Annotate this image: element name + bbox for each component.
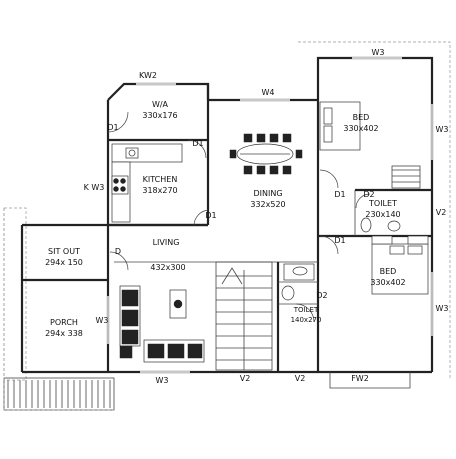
- room-porch-size: 294x 338: [45, 329, 83, 338]
- opening-v2-bottom-left: V2: [240, 374, 251, 383]
- room-bed-top-size: 330x402: [343, 124, 378, 133]
- room-toilet-bottom-name: TOILET: [293, 306, 319, 314]
- toilet-fixtures-right: [360, 217, 401, 233]
- room-dining-size: 332x520: [250, 200, 285, 209]
- living-sofa: [119, 285, 205, 363]
- opening-w3-top: W3: [372, 48, 385, 57]
- staircase: [215, 261, 273, 371]
- room-dining-name: DINING: [253, 189, 282, 198]
- bed-top-furniture: [319, 101, 421, 189]
- opening-kw2: KW2: [139, 71, 157, 80]
- opening-v2-right: V2: [436, 208, 447, 217]
- door-d1-dining-bottom: D1: [205, 211, 216, 220]
- room-bed-bottom-name: BED: [380, 267, 397, 276]
- room-wa-name: W/A: [152, 100, 169, 109]
- room-kitchen-size: 318x270: [142, 186, 177, 195]
- door-d1-kitchen: D1: [192, 139, 203, 148]
- room-living-name: LIVING: [153, 238, 180, 247]
- room-toilet-bottom-size: 140x270: [291, 316, 322, 324]
- door-d-sitout: D: [115, 247, 121, 256]
- opening-w4: W4: [262, 88, 275, 97]
- room-porch-name: PORCH: [50, 318, 78, 327]
- door-d2-toilet: D2: [363, 190, 374, 199]
- site-outline: [3, 41, 451, 411]
- opening-w3-right-top: W3: [436, 125, 449, 134]
- toilet-fixtures-bottom: [281, 263, 315, 301]
- bed-bottom-furniture: [371, 235, 429, 295]
- room-sitout-size: 294x 150: [45, 258, 83, 267]
- room-wa-size: 330x176: [142, 111, 177, 120]
- room-bed-top-name: BED: [353, 113, 370, 122]
- room-bed-bottom-size: 330x402: [370, 278, 405, 287]
- porch-hatch: [3, 207, 115, 411]
- door-swings: [107, 111, 371, 323]
- door-d2-toilet-bottom: D2: [316, 291, 327, 300]
- opening-w3-right-bottom: W3: [436, 304, 449, 313]
- opening-w3-bottom: W3: [156, 376, 169, 385]
- room-sitout-name: SIT OUT: [48, 247, 80, 256]
- door-d1-bed-top: D1: [334, 190, 345, 199]
- opening-kw3: K W3: [84, 183, 105, 192]
- room-toilet-right-size: 230x140: [365, 210, 400, 219]
- door-d1-bed-bottom: D1: [334, 236, 345, 245]
- window-markers: [107, 57, 433, 373]
- room-living-size: 432x300: [150, 263, 185, 272]
- room-toilet-right-name: TOILET: [368, 199, 397, 208]
- opening-fw2: FW2: [351, 374, 369, 383]
- dining-table: [229, 133, 303, 175]
- opening-v2-bottom-right: V2: [295, 374, 306, 383]
- room-kitchen-name: KITCHEN: [143, 175, 178, 184]
- opening-w3-living: W3: [96, 316, 109, 325]
- kitchen-counter: [111, 143, 183, 223]
- door-d1-wa: D1: [107, 123, 118, 132]
